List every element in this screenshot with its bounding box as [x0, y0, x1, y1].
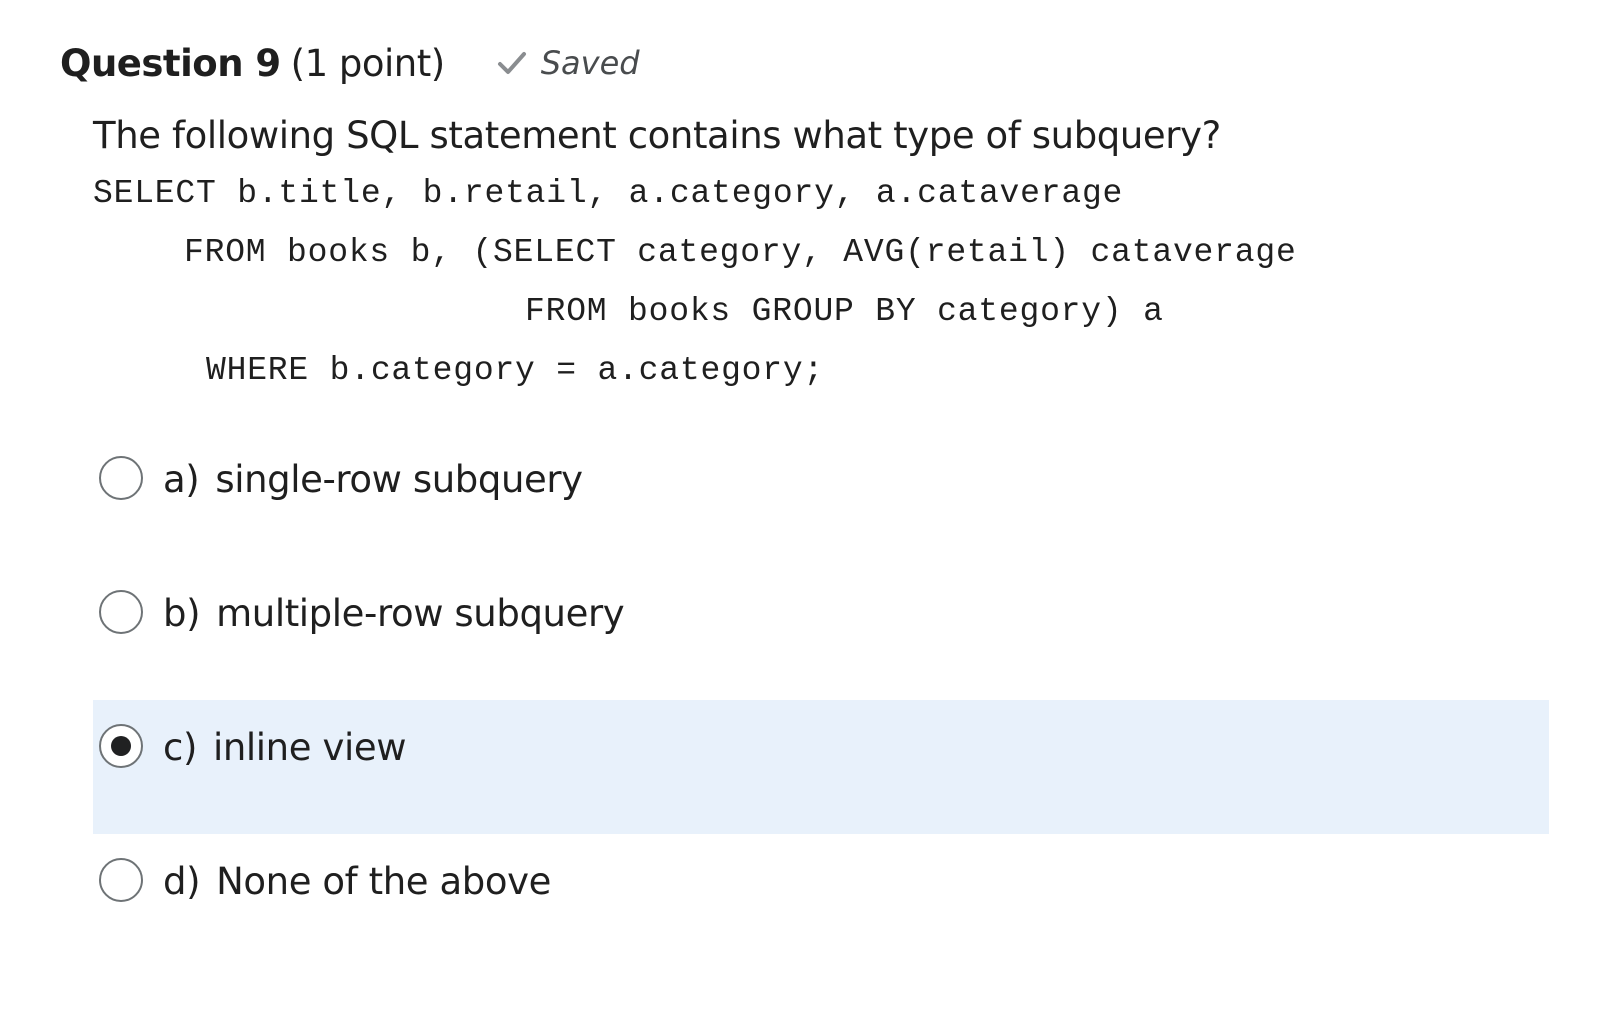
question-title: Question 9: [60, 41, 281, 85]
radio-button-b[interactable]: [99, 590, 143, 634]
answer-option-d[interactable]: d) None of the above: [93, 834, 1549, 968]
sql-line-subquery-from: FROM books GROUP BY category) a: [525, 293, 1164, 330]
radio-button-c-selected[interactable]: [99, 724, 143, 768]
option-label-c[interactable]: c) inline view: [163, 726, 406, 769]
option-label-d[interactable]: d) None of the above: [163, 860, 551, 903]
answer-option-a[interactable]: a) single-row subquery: [93, 432, 1549, 566]
option-letter-d: d): [163, 860, 201, 903]
option-letter-a: a): [163, 458, 200, 501]
question-prompt: The following SQL statement contains wha…: [93, 114, 1221, 157]
sql-line-where: WHERE b.category = a.category;: [206, 352, 825, 389]
option-letter-b: b): [163, 592, 201, 635]
answer-option-c[interactable]: c) inline view: [93, 700, 1549, 834]
sql-line-from: FROM books b, (SELECT category, AVG(reta…: [184, 234, 1297, 271]
radio-button-d[interactable]: [99, 858, 143, 902]
radio-selected-dot: [111, 736, 131, 756]
option-label-a[interactable]: a) single-row subquery: [163, 458, 583, 501]
option-text-a: single-row subquery: [215, 458, 583, 501]
check-icon: [497, 52, 526, 74]
option-text-c: inline view: [212, 726, 407, 769]
radio-button-a[interactable]: [99, 456, 143, 500]
answer-option-b[interactable]: b) multiple-row subquery: [93, 566, 1549, 700]
sql-line-select: SELECT b.title, b.retail, a.category, a.…: [93, 175, 1124, 212]
option-text-b: multiple-row subquery: [216, 592, 625, 635]
saved-status: Saved: [495, 44, 640, 82]
option-letter-c: c): [163, 726, 197, 769]
saved-label: Saved: [540, 44, 640, 82]
question-header: Question 9 (1 point) Saved: [60, 38, 640, 88]
option-label-b[interactable]: b) multiple-row subquery: [163, 592, 625, 635]
question-points: (1 point): [290, 41, 446, 85]
option-text-d: None of the above: [216, 860, 551, 903]
